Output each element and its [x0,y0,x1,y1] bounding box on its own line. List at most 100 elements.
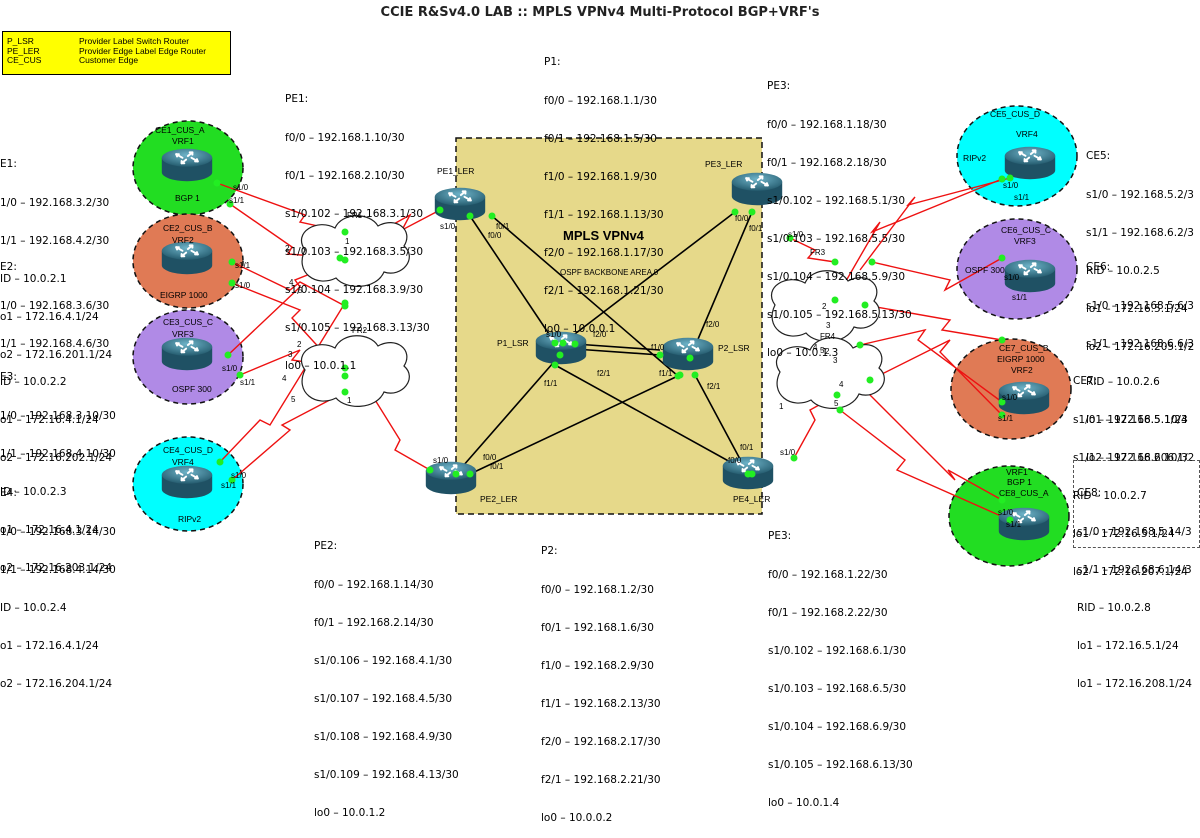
info-line: o1 – 172.16.4.1/24 [0,413,99,426]
info-line: ID – 10.0.2.3 [0,485,67,498]
info-line: lo0 – 10.0.0.2 [541,812,613,825]
dlci-label: 2 [825,347,830,356]
router-pe1 [433,186,487,222]
network-diagram [132,105,1078,567]
ce1-name: CE1_CUS_A [155,125,205,135]
ce5-proto: RIPv2 [963,153,987,163]
info-line: lo1 – 172.16.5.1/24 [1086,302,1188,315]
port-label: s1/0 [440,222,456,231]
ce3-vrf: VRF3 [172,329,194,339]
info-line: f0/1 – 192.168.1.6/30 [541,621,654,634]
info-line: lo1 – 172.16.208.1/24 [1077,677,1192,690]
info-head: PE3: [768,530,792,543]
ce7-vrf: VRF2 [1011,365,1033,375]
info-line: f0/1 – 192.168.2.22/30 [768,606,888,619]
info-head: PE3: [767,80,791,93]
info-head: PE1: [285,93,309,106]
info-ce1: E1: 1/0 – 192.168.3.2/30 1/1 – 192.168.4… [0,133,112,374]
info-line: lo1 – 172.16.5.1/24 [1086,413,1188,426]
legend-desc: Customer Edge [79,55,139,65]
legend-abbr: CE_CUS [7,55,42,65]
port-label: s1/0 [1002,393,1018,402]
port-label: s1/0 [433,456,449,465]
label-fr4: FR4 [820,332,836,341]
port-label: s1/0 [780,448,796,457]
info-line: f1/1 – 192.168.2.13/30 [541,697,661,710]
info-line: 1/1 – 192.168.4.10/30 [0,447,116,460]
info-line: lo2 – 172.16.207.1/24 [1073,565,1188,578]
info-line: RID – 10.0.2.6 [1086,375,1160,388]
info-p2: P2: f0/0 – 192.168.1.2/30 f0/1 – 192.168… [541,520,661,838]
diagram-title: CCIE R&Sv4.0 LAB :: MPLS VPNv4 Multi-Pro… [380,5,820,20]
ce7-name: CE7_CUS_B [999,343,1049,353]
info-line: lo0 – 10.0.1.4 [768,797,840,810]
port-label: s1/0 [233,183,249,192]
dlci-label: 3 [826,321,831,330]
info-head: E4: [0,487,17,500]
cloud-fr4 [775,337,885,409]
info-line: f0/0 – 192.168.1.2/30 [541,583,654,596]
info-pe3: PE3: f0/0 – 192.168.1.18/30 f0/1 – 192.1… [767,55,912,373]
info-line: ID – 10.0.2.4 [0,601,67,614]
port-label: f1/0 [651,343,665,352]
info-head: E3: [0,371,17,384]
ce4-vrf: VRF4 [172,457,194,467]
label-pe3: PE3_LER [705,159,743,169]
ce6-name: CE6_CUS_C [1001,225,1052,235]
router-ce5 [1003,145,1057,181]
info-line: s1/0.109 – 192.168.4.13/30 [314,769,459,782]
core-title: MPLS VPNv4 [563,228,644,243]
dlci-label: 1 [345,237,350,246]
port-label: s1/1 [1012,293,1028,302]
info-ce4: E4: 1/0 – 192.168.3.14/30 1/1 – 192.168.… [0,462,116,703]
dlci-label: 5 [291,395,296,404]
port-dots [213,174,1014,524]
port-label: f1/1 [659,369,673,378]
info-line: 1/0 – 192.168.3.10/30 [0,409,116,422]
info-line: 1/1 – 192.168.4.14/30 [0,563,116,576]
port-label: f0/1 [496,222,510,231]
label-fr2: FR2 [352,326,368,335]
ce2-proto: EIGRP 1000 [160,290,208,300]
info-line: RID – 10.0.2.7 [1073,489,1147,502]
info-head: CE6: [1086,261,1111,274]
info-line: f0/1 – 192.168.2.14/30 [314,616,434,629]
ce6-vrf: VRF3 [1014,236,1036,246]
cloud-fr1 [300,215,410,287]
info-line: s1/0.104 – 192.168.6.9/30 [768,720,907,733]
info-line: f2/0 – 192.168.2.17/30 [541,735,661,748]
label-pe1: PE1_LER [437,166,475,176]
info-line: s1/0.104 – 192.168.5.9/30 [767,270,906,283]
info-line: lo0 – 10.0.1.2 [314,807,386,820]
info-line: f0/1 – 192.168.2.18/30 [767,156,887,169]
legend-desc: Provider Edge Label Edge Router [79,45,207,56]
info-line: o1 – 172.16.4.1/24 [0,310,99,323]
info-line: lo0 – 10.0.1.3 [767,347,839,360]
info-line: 1/0 – 192.168.3.2/30 [0,196,110,209]
info-pe2: PE2: f0/0 – 192.168.1.14/30 f0/1 – 192.1… [314,515,459,833]
port-label: s1/0 [1004,273,1020,282]
port-label: s1/0 [788,230,804,239]
label-p1: P1_LSR [497,338,529,348]
router-pe2 [424,460,478,496]
info-ce2: E2: 1/0 – 192.168.3.6/30 1/1 – 192.168.4… [0,236,112,477]
label-pe2: PE2_LER [480,494,518,504]
ce8-proto: BGP 1 [1007,477,1032,487]
dlci-label: 5 [820,346,825,355]
port-label: f0/1 [740,443,754,452]
info-line: ID – 10.0.2.2 [0,375,67,388]
info-ce8: CE8: s1/0 – 192.168.5.14/3 s1/1 – 192.16… [1077,462,1192,703]
info-line: f0/0 – 192.168.1.22/30 [768,568,888,581]
info-line: o1 – 172.16.4.1/24 [0,523,99,536]
port-label: s1/1 [235,261,251,270]
label-pe4: PE4_LER [733,494,771,504]
dlci-label: 2 [822,302,827,311]
port-label: f2/0 [593,330,607,339]
dlci-label: 1 [779,402,784,411]
info-line: s1/0.105 – 192.168.5.13/30 [767,309,912,322]
info-line: ID – 10.0.2.1 [0,272,67,285]
info-line: lo0 – 10.0.0.1 [544,323,616,336]
dlci-label: 2 [297,340,302,349]
info-line: s1/1 – 192.168.6.6/3 [1086,337,1194,350]
